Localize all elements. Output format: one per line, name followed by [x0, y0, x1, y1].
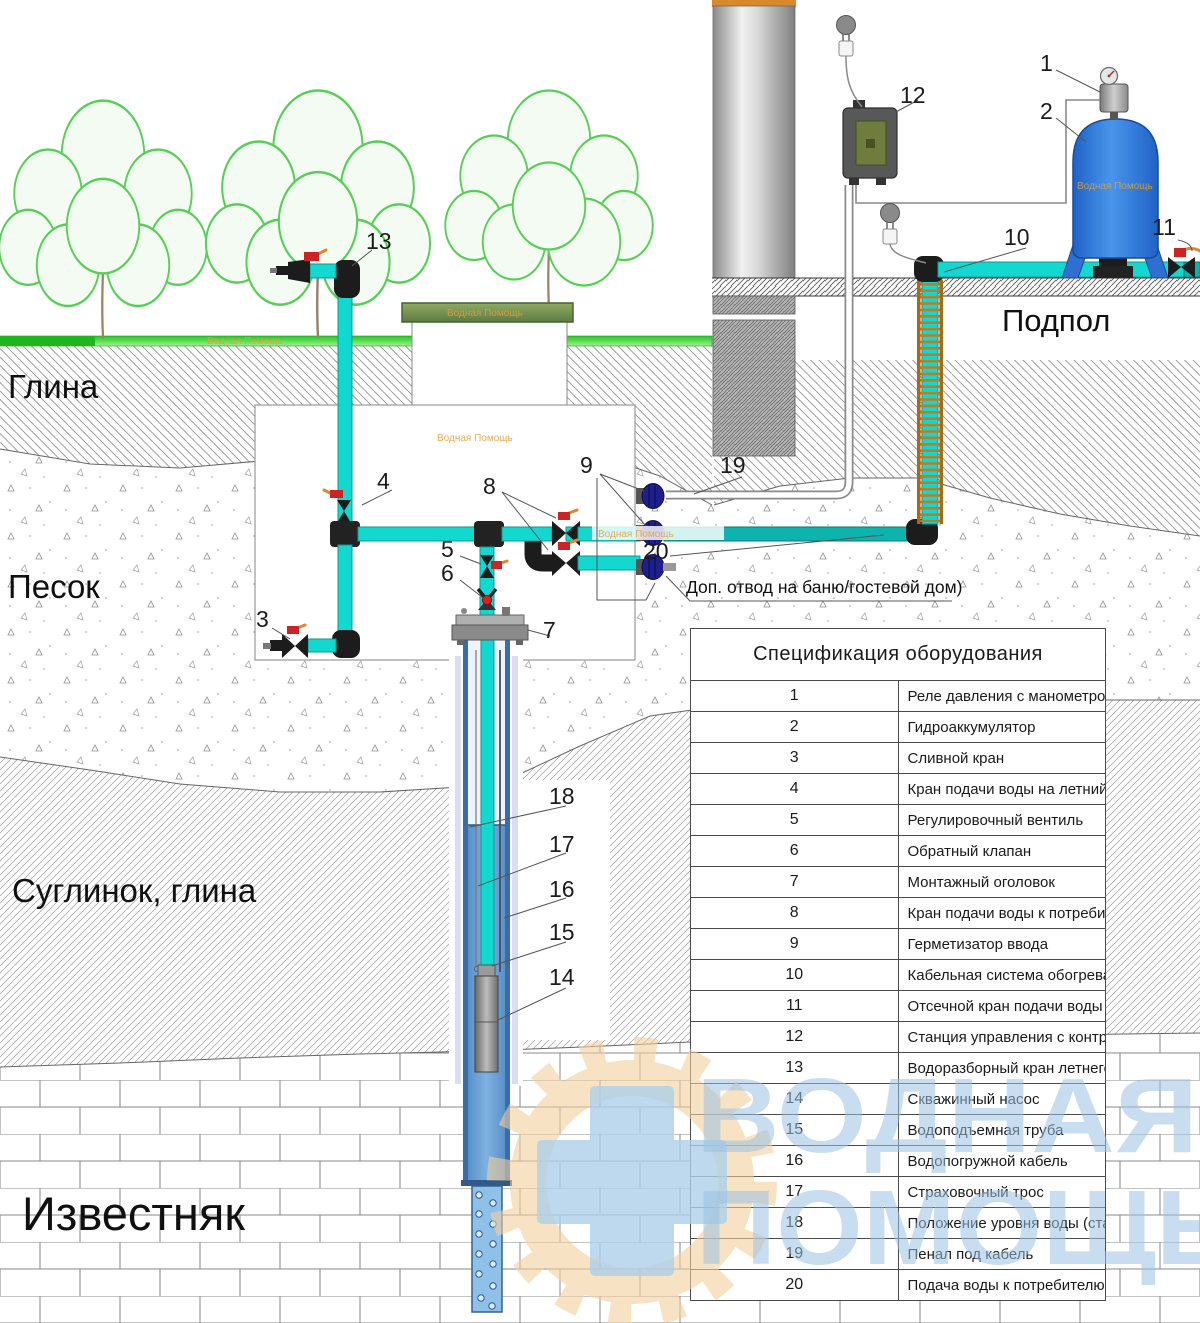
callout-15: 15 [549, 919, 575, 945]
caisson-lid [401, 302, 574, 323]
regulating-valve-5 [480, 555, 509, 578]
callout-10: 10 [1004, 224, 1030, 250]
tee-fitting [330, 521, 360, 547]
check-valve-6 [476, 587, 498, 610]
pressure-relay-1 [1099, 66, 1129, 120]
drain-valve-3 [263, 623, 308, 658]
caisson-watermark: Водная Помощь [437, 433, 513, 444]
callout-18: 18 [549, 783, 575, 809]
power-outlet [880, 203, 927, 264]
cable-gland-9c [636, 554, 676, 580]
pressure-tank-2: Водная Помощь [1072, 118, 1159, 259]
power-outlet [836, 15, 863, 108]
layer-label-loam: Суглинок, глина [12, 872, 257, 909]
cable-conduit-19 [666, 185, 854, 500]
callout-5: 5 [441, 536, 454, 562]
dop-otvod-note: Доп. отвод на баню/гостевой дом) [686, 577, 963, 597]
layer-label-sand: Песок [8, 568, 100, 605]
tee-fitting [474, 521, 504, 547]
caisson-neck [411, 320, 568, 408]
callout-17: 17 [549, 831, 575, 857]
irrigation-valve-4 [322, 488, 351, 523]
underground-runs: Водная Помощь [592, 185, 944, 545]
callout-16: 16 [549, 876, 575, 902]
control-station-12 [842, 100, 898, 185]
layer-label-clay: Глина [8, 368, 99, 405]
callout-13: 13 [366, 228, 392, 254]
callout-12: 12 [900, 82, 926, 108]
heating-cable-10 [917, 277, 943, 525]
branch-elbow [524, 541, 554, 572]
callout-6: 6 [441, 560, 454, 586]
callout-19: 19 [720, 452, 746, 478]
grass: Водная Помощь [0, 335, 713, 347]
callout-20: 20 [643, 538, 669, 564]
house-equipment: Водная Помощь [836, 15, 1200, 279]
callout-11: 11 [1152, 214, 1176, 240]
lid-watermark: Водная Помощь [447, 308, 523, 319]
cable-gland-9a [636, 483, 665, 509]
callout-3: 3 [256, 606, 269, 632]
podpol-label: Подпол [1002, 303, 1111, 338]
callout-2: 2 [1040, 98, 1053, 124]
foundation-blocks [712, 295, 796, 457]
house-column [712, 0, 796, 279]
tank-watermark: Водная Помощь [1077, 181, 1153, 192]
leader-lines [271, 69, 1193, 1021]
consumer-valve-8b [552, 538, 580, 576]
tree [444, 89, 654, 310]
well-label-box [518, 780, 610, 1040]
layer-label-limestone: Известняк [22, 1187, 245, 1240]
control-wire [855, 99, 1100, 204]
callout-14: 14 [549, 964, 575, 990]
callout-9: 9 [580, 452, 593, 478]
callout-8: 8 [483, 473, 496, 499]
pipe-watermark: Водная Помощь [598, 529, 674, 540]
callout-4: 4 [377, 468, 390, 494]
grass-watermark: Водная Помощь [207, 336, 283, 347]
spec-table-title: Спецификация оборудования [690, 628, 1106, 681]
tree [0, 99, 208, 339]
well-head-7 [451, 607, 529, 645]
shutoff-valve-11 [1168, 247, 1200, 278]
trees [0, 89, 654, 339]
callout-1: 1 [1040, 50, 1053, 76]
drain-elbow [332, 630, 360, 658]
callout-7: 7 [543, 617, 556, 643]
summer-tap-valve-13 [270, 248, 360, 298]
